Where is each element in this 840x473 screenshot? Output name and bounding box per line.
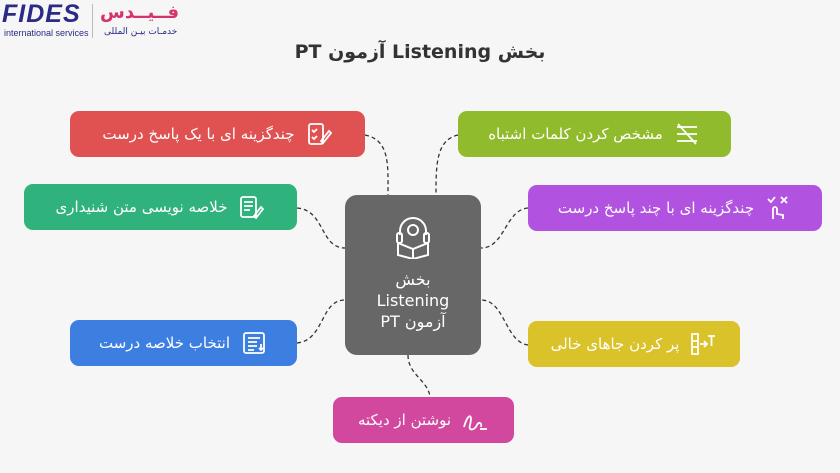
checklist-pencil-icon: [305, 120, 333, 148]
center-line-1: بخش: [395, 270, 431, 289]
node-summary-select: انتخاب خلاصه درست: [70, 320, 297, 366]
center-line-2: Listening: [376, 291, 450, 310]
node-summary-write-label: خلاصه نویسی متن شنیداری: [55, 198, 228, 216]
tap-select-icon: [764, 194, 792, 222]
node-summary-write: خلاصه نویسی متن شنیداری: [24, 184, 297, 230]
connector-fill-blanks: [480, 299, 529, 346]
handwriting-icon: [461, 406, 489, 434]
node-mc-multiple-label: چندگزینه ای با چند پاسخ درست: [557, 199, 755, 217]
connector-mc-single: [364, 134, 389, 196]
logo-divider: [92, 4, 93, 38]
logo: FIDES international services فــیــدس خد…: [0, 0, 200, 44]
node-mc-multiple: چندگزینه ای با چند پاسخ درست: [528, 185, 822, 231]
node-wrong-words: مشخص کردن کلمات اشتباه: [458, 111, 731, 157]
logo-brand-fa: فــیــدس: [100, 2, 179, 23]
page-title: بخش Listening آزمون PT: [294, 41, 546, 63]
headphones-reading-icon: [390, 213, 436, 263]
logo-brand: FIDES: [2, 0, 81, 28]
node-dictation-label: نوشتن از دیکته: [357, 411, 452, 429]
connector-wrong-words: [435, 134, 459, 196]
fill-blank-icon: [689, 330, 717, 358]
document-list-icon: [240, 329, 268, 357]
crossed-text-icon: [673, 120, 701, 148]
center-line-3: آزمون PT: [380, 312, 446, 331]
node-fill-blanks-label: پر کردن جاهای خالی: [550, 335, 680, 353]
connector-summary-select: [296, 299, 346, 344]
node-dictation: نوشتن از دیکته: [333, 397, 514, 443]
center-node: بخش Listening آزمون PT: [345, 195, 481, 355]
connector-dictation: [407, 354, 431, 398]
node-summary-select-label: انتخاب خلاصه درست: [99, 334, 231, 352]
node-wrong-words-label: مشخص کردن کلمات اشتباه: [488, 125, 663, 143]
node-mc-single: چندگزینه ای با یک پاسخ درست: [70, 111, 365, 157]
node-fill-blanks: پر کردن جاهای خالی: [528, 321, 740, 367]
logo-tagline-fa: خدمـات بیـن المللی: [104, 27, 178, 37]
logo-tagline: international services: [4, 28, 89, 38]
node-mc-single-label: چندگزینه ای با یک پاسخ درست: [102, 125, 295, 143]
notes-pencil-icon: [237, 193, 265, 221]
connector-summary-write: [296, 207, 346, 249]
connector-mc-multiple: [480, 207, 529, 249]
